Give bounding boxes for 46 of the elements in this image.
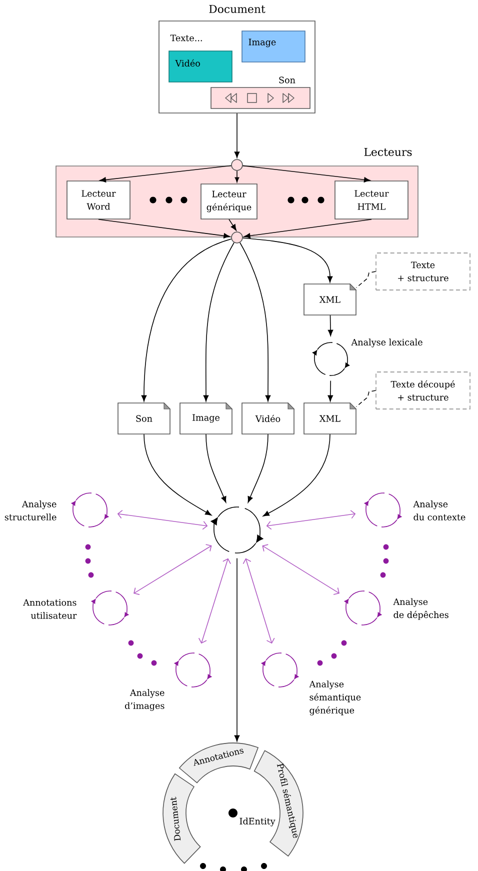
arrow [141,238,232,402]
arrow [328,380,333,402]
cycle-label: Analyse du contexte [413,500,466,520]
arrow [144,434,212,516]
note-box: Texte découpé + structure [376,372,470,410]
arrow [240,242,271,402]
media-box: Vidéo [168,50,232,82]
double-arrow [117,510,208,530]
process-box: Lecteur HTML [334,180,408,220]
cycle-label: Analyse lexicale [351,338,422,348]
process-box: Lecteur générique [200,184,258,220]
cycle-label: Analyse d’images [124,689,164,711]
cycle-arrows [210,506,264,554]
arrow [328,314,334,336]
cycle-label: Annotations utilisateur [23,599,77,619]
leader-line [356,390,376,408]
arrow [203,242,234,402]
arrow [242,165,370,182]
process-box: Lecteur Word [66,180,130,220]
arrow [242,238,333,283]
arrow [234,113,240,158]
arrow [206,434,226,503]
double-arrow [198,558,231,644]
arrow [98,219,230,238]
media-box: Image [242,30,306,62]
junction-circle [231,159,243,171]
double-arrow [262,544,340,595]
cycle-label: Analyse de dépêches [393,598,448,620]
double-arrow [242,558,275,644]
arrow [248,434,268,503]
node-label: Lecteurs [364,148,412,156]
arrow [262,434,330,516]
arrow [228,219,237,231]
leader-line [356,271,376,288]
node-label: Document [209,4,266,14]
double-arrow [134,544,212,595]
note-box: Texte + structure [376,252,470,290]
cycle-label: Analyse structurelle [4,500,56,520]
junction-circle [231,232,243,244]
arrow [234,558,240,742]
arrow [234,170,240,182]
cycle-label: Analyse sémantique générique [309,680,361,716]
arrow [244,219,372,238]
arrow [100,165,232,182]
ring-segment: Document [162,773,201,864]
double-arrow [266,510,356,530]
